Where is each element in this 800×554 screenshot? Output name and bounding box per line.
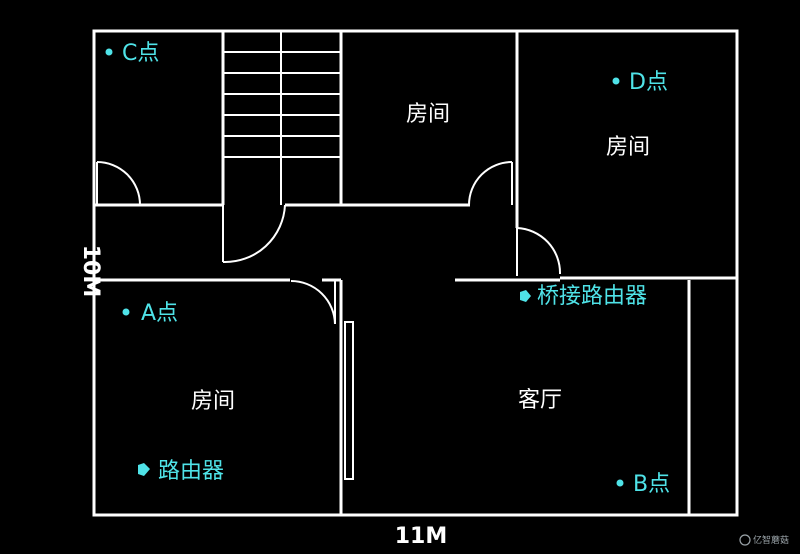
door-a-room xyxy=(290,280,336,325)
bridge-router: 桥接路由器 xyxy=(520,284,647,309)
sliding-partition xyxy=(344,321,354,480)
point-b-label: B点 xyxy=(633,472,670,497)
door-stair-corridor xyxy=(222,204,286,264)
room-label-top-middle: 房间 xyxy=(406,102,450,127)
door-c-room xyxy=(96,161,141,206)
point-d-label: D点 xyxy=(629,70,668,95)
height-dimension: 10M xyxy=(78,245,103,298)
bridge-router-label: 桥接路由器 xyxy=(537,284,647,309)
room-label-top-right: 房间 xyxy=(606,135,650,160)
watermark: 亿智蘑菇 xyxy=(739,534,789,546)
door-middle-room xyxy=(468,161,513,206)
main-router: 路由器 xyxy=(138,459,224,484)
point-c: C点 xyxy=(105,41,159,66)
watermark-text: 亿智蘑菇 xyxy=(753,534,789,546)
router-label: 路由器 xyxy=(158,459,224,484)
stairs xyxy=(223,31,341,205)
point-a-label: A点 xyxy=(141,301,178,326)
point-d: D点 xyxy=(612,70,668,95)
point-b: B点 xyxy=(616,472,670,497)
width-dimension: 11M xyxy=(395,524,448,549)
point-c-label: C点 xyxy=(122,41,159,66)
point-d-dot xyxy=(612,77,620,85)
point-b-dot xyxy=(616,479,624,487)
bridge-router-icon xyxy=(520,290,531,302)
watermark-logo-icon xyxy=(739,534,751,546)
doors xyxy=(96,161,562,325)
walls xyxy=(92,29,739,517)
door-d-room xyxy=(516,227,562,276)
point-c-dot xyxy=(105,48,113,56)
router-icon xyxy=(138,463,150,476)
point-a: A点 xyxy=(122,301,178,326)
point-a-dot xyxy=(122,308,130,316)
outer-wall xyxy=(92,29,739,517)
room-label-living-room: 客厅 xyxy=(518,388,562,413)
room-label-bottom-left: 房间 xyxy=(191,389,235,414)
